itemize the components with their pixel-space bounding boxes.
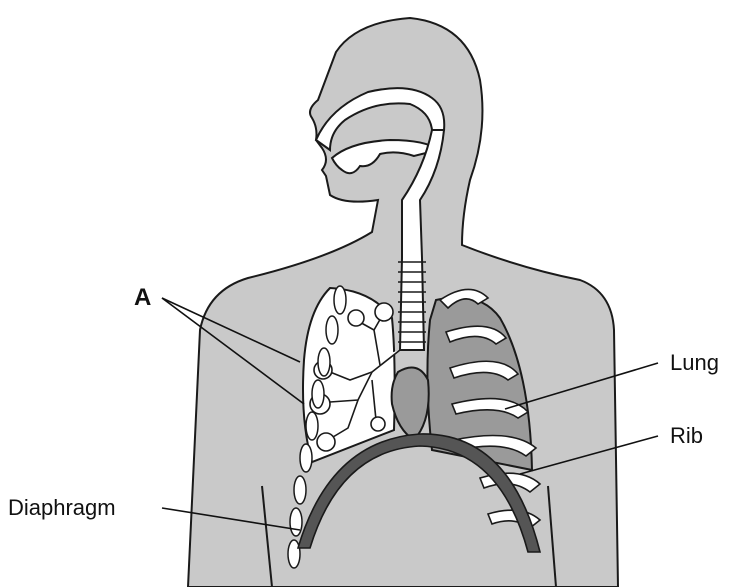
label-rib: Rib [670,423,703,448]
label-a: A [134,284,151,311]
label-lung: Lung [670,350,719,375]
label-diaphragm: Diaphragm [8,495,116,520]
